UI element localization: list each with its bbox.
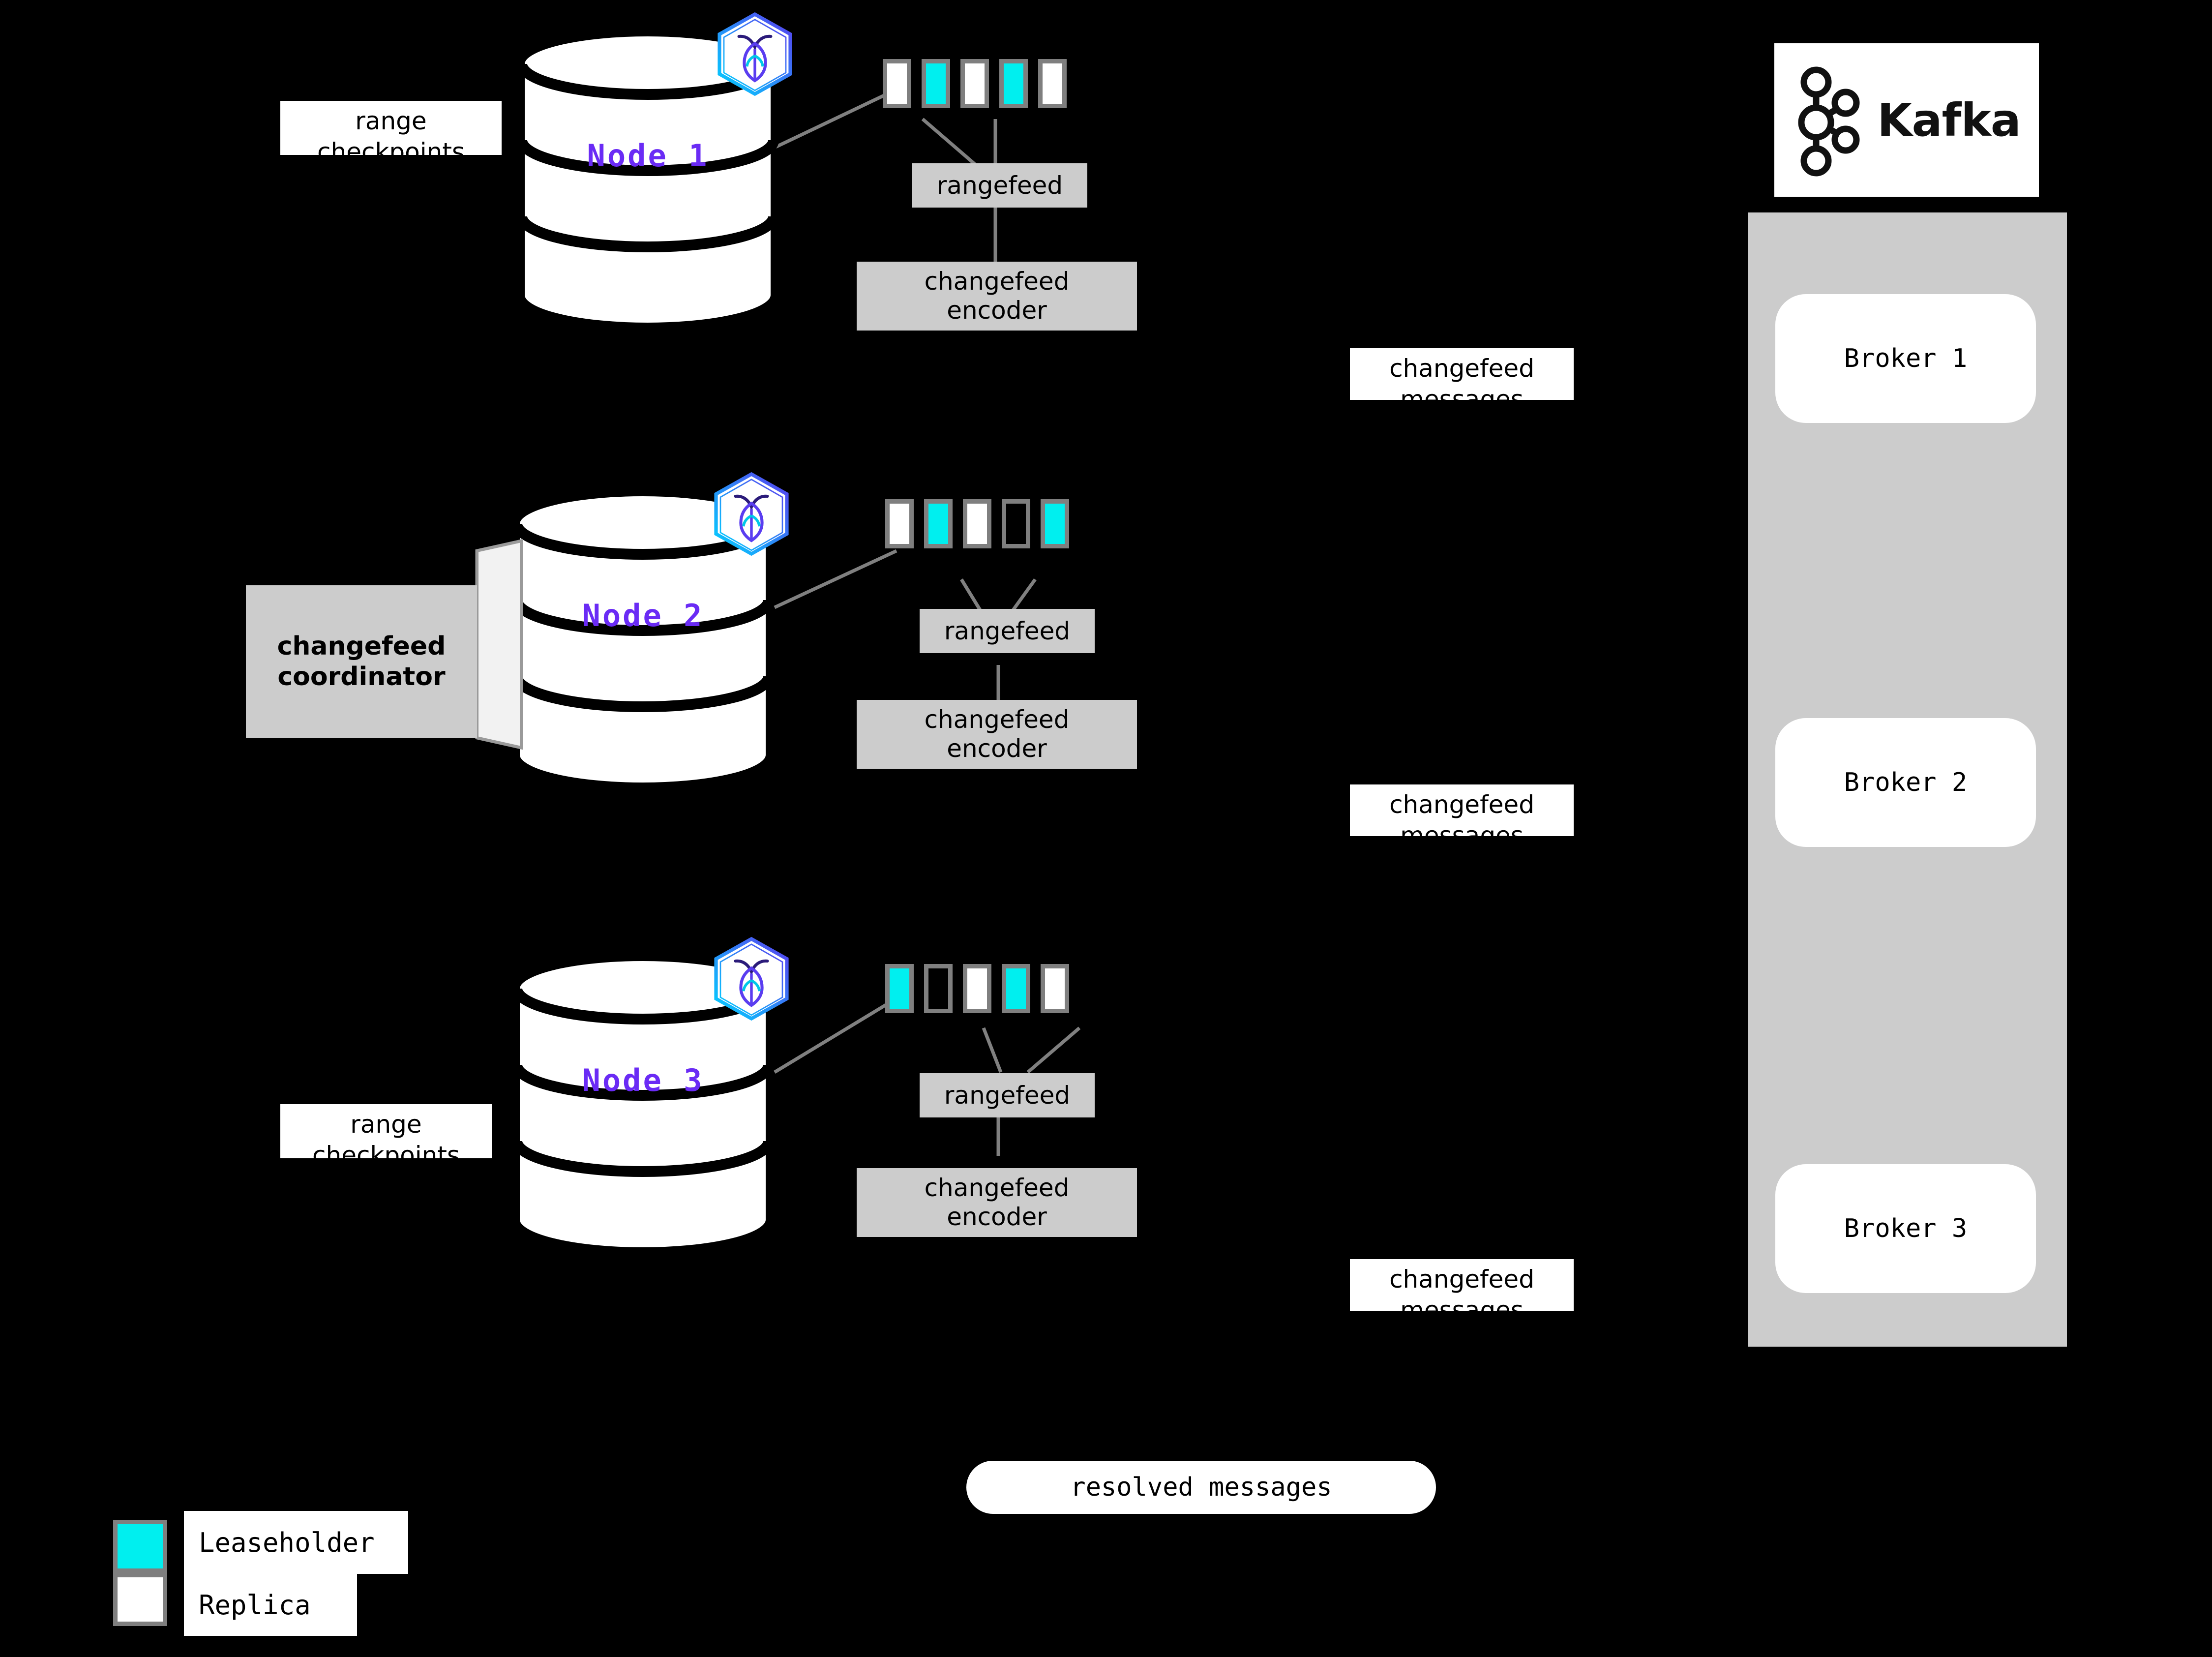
cockroachdb-logo-icon-3 [707, 934, 796, 1023]
resolved-messages-pill[interactable]: resolved messages [966, 1461, 1436, 1514]
cockroachdb-logo-icon-2 [707, 470, 796, 558]
node-1-rangefeed-box[interactable]: rangefeed [912, 163, 1087, 208]
range-box[interactable] [999, 59, 1028, 108]
range-box[interactable] [922, 59, 950, 108]
broker-3[interactable]: Broker 3 [1775, 1164, 2036, 1293]
range-box[interactable] [1002, 499, 1030, 548]
kafka-logo: Kafka [1774, 43, 2039, 197]
legend-swatch-replica [113, 1573, 167, 1626]
range-box[interactable] [924, 499, 953, 548]
range-box[interactable] [885, 499, 914, 548]
node-2-changefeed-encoder-box[interactable]: changefeed encoder [857, 700, 1137, 769]
range-box[interactable] [1041, 499, 1069, 548]
changefeed-messages-label-1: changefeed messages [1350, 348, 1574, 414]
changefeed-coordinator[interactable]: changefeed coordinator [246, 539, 541, 750]
changefeed-coordinator-label: changefeed coordinator [246, 585, 477, 738]
range-box[interactable] [883, 59, 911, 108]
range-box[interactable] [924, 964, 953, 1013]
legend-label-replica: Replica [184, 1574, 357, 1636]
node-1-cylinder: Node 1 [516, 30, 779, 330]
node-3-range-checkpoints-label: range checkpoints [280, 1104, 492, 1170]
legend-label-leaseholder: Leaseholder [184, 1511, 408, 1574]
node-3-cylinder: Node 3 [511, 954, 774, 1254]
legend-swatch-leaseholder [113, 1520, 167, 1573]
broker-1[interactable]: Broker 1 [1775, 294, 2036, 423]
range-box[interactable] [1002, 964, 1030, 1013]
legend: Leaseholder Replica [113, 1511, 457, 1636]
node-1-label: Node 1 [587, 138, 709, 174]
changefeed-messages-label-2: changefeed messages [1350, 784, 1574, 850]
node-3-rangefeed-box[interactable]: rangefeed [920, 1073, 1095, 1117]
node-3-range-row [885, 964, 1069, 1013]
kafka-logo-icon [1798, 66, 1860, 177]
node-1-range-checkpoints-label: range checkpoints [280, 101, 502, 166]
node-2-label: Node 2 [582, 598, 704, 633]
changefeed-messages-label-3: changefeed messages [1350, 1259, 1574, 1325]
range-box[interactable] [885, 964, 914, 1013]
node-1-changefeed-encoder-box[interactable]: changefeed encoder [857, 262, 1137, 331]
node-3-label: Node 3 [582, 1062, 704, 1098]
range-box[interactable] [963, 964, 991, 1013]
node-2-rangefeed-box[interactable]: rangefeed [920, 609, 1095, 653]
node-2-range-row [885, 499, 1069, 548]
node-3-changefeed-encoder-box[interactable]: changefeed encoder [857, 1168, 1137, 1237]
range-box[interactable] [1038, 59, 1067, 108]
node-1-range-row [883, 59, 1067, 108]
broker-2[interactable]: Broker 2 [1775, 718, 2036, 847]
range-box[interactable] [960, 59, 989, 108]
cockroachdb-logo-icon-1 [711, 10, 799, 98]
kafka-wordmark: Kafka [1877, 93, 2021, 147]
range-box[interactable] [963, 499, 991, 548]
range-box[interactable] [1041, 964, 1069, 1013]
